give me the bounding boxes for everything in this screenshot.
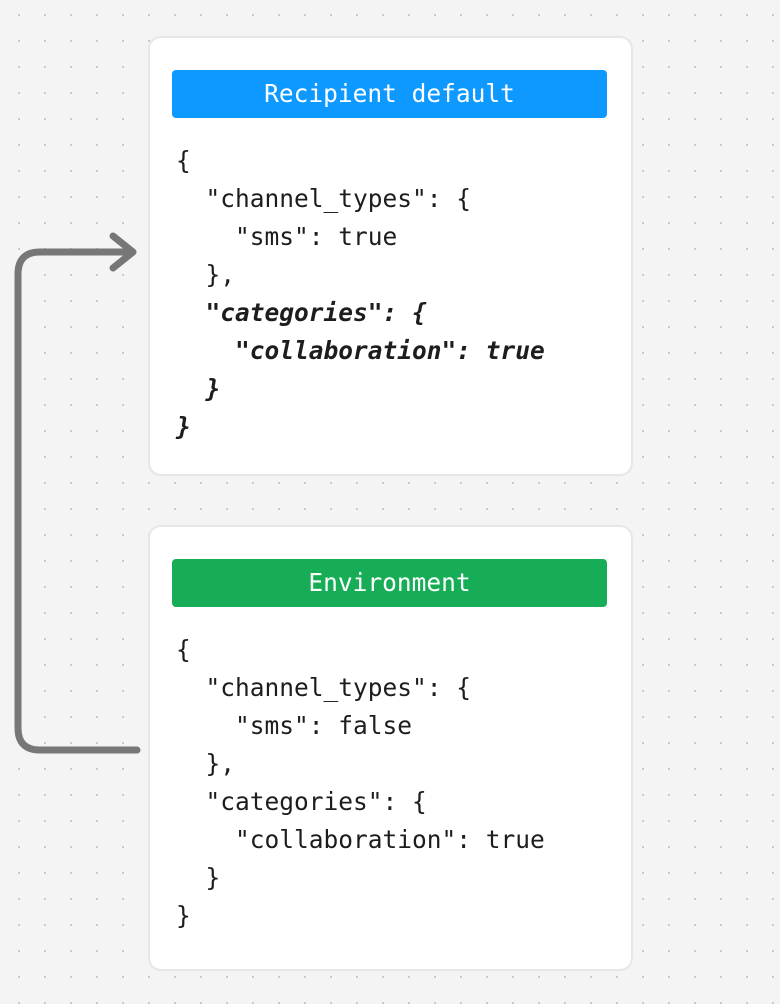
json-line: }	[176, 863, 221, 892]
json-preference-environment: { "channel_types": { "sms": false }, "ca…	[176, 631, 616, 935]
override-arrow	[14, 232, 141, 754]
arrow-path	[14, 248, 141, 754]
json-line: "collaboration": true	[176, 336, 545, 365]
json-line: "categories": {	[176, 298, 427, 327]
card-header-recipient-default: Recipient default	[172, 70, 607, 118]
json-line: "sms": false	[176, 711, 413, 740]
card-environment[interactable]: Environment { "channel_types": { "sms": …	[148, 525, 633, 971]
json-line: }	[176, 412, 191, 441]
json-line: }	[176, 374, 221, 403]
json-line: {	[176, 146, 191, 175]
json-line: },	[176, 749, 236, 778]
card-recipient-default[interactable]: Recipient default { "channel_types": { "…	[148, 36, 633, 476]
json-line: "sms": true	[176, 222, 398, 251]
json-line: }	[176, 901, 191, 930]
json-preference-recipient-default: { "channel_types": { "sms": true }, "cat…	[176, 142, 616, 446]
json-line: },	[176, 260, 236, 289]
json-line: "channel_types": {	[176, 184, 472, 213]
json-line: {	[176, 635, 191, 664]
card-header-environment: Environment	[172, 559, 607, 607]
arrow-head-icon	[109, 232, 137, 272]
json-line: "collaboration": true	[176, 825, 545, 854]
json-line: "channel_types": {	[176, 673, 472, 702]
json-line: "categories": {	[176, 787, 427, 816]
